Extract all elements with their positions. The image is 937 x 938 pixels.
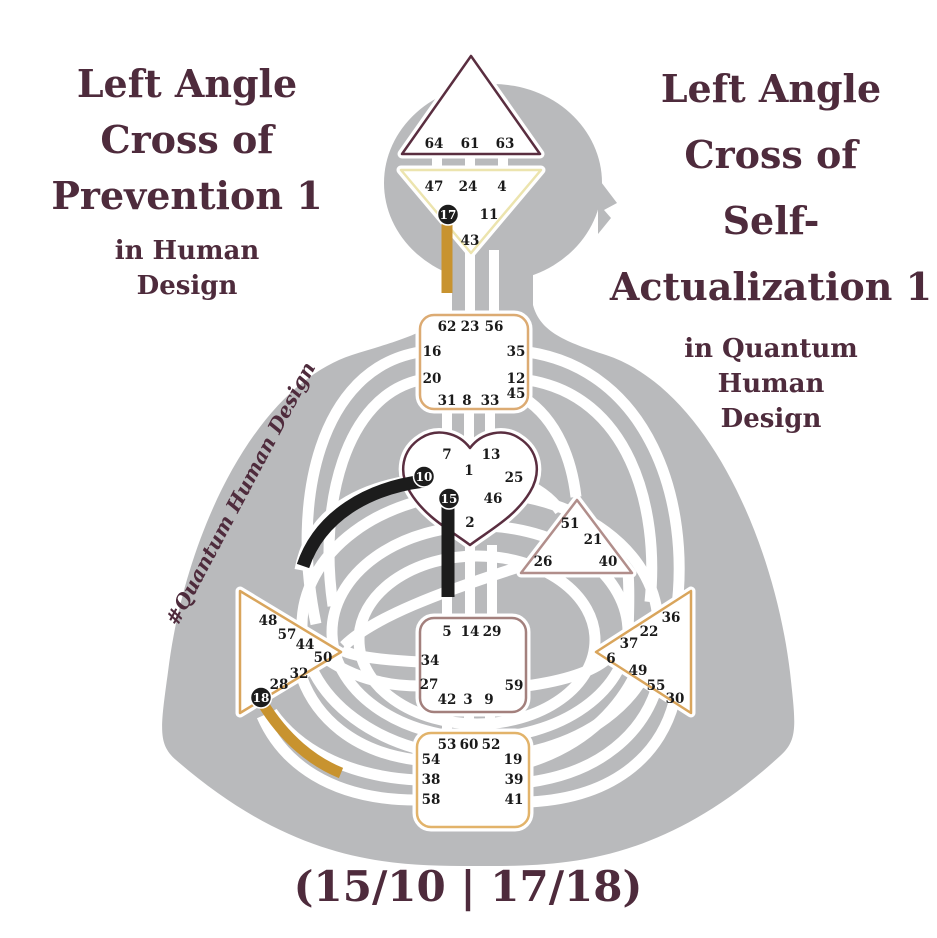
gate-16: 16 — [423, 344, 442, 360]
gate-48: 48 — [259, 613, 278, 629]
gate-14: 14 — [461, 624, 480, 640]
gate-63: 63 — [496, 136, 515, 152]
gate-32: 32 — [290, 666, 309, 682]
gate-38: 38 — [422, 772, 441, 788]
gate-31: 31 — [438, 393, 457, 409]
left-subtitle-line: Design — [136, 271, 238, 301]
left-title-line: Prevention 1 — [51, 173, 323, 218]
gate-60: 60 — [460, 737, 479, 753]
throat-center — [418, 313, 530, 411]
gate-26: 26 — [534, 554, 553, 570]
gate-17-marker — [436, 203, 460, 226]
ajna-center — [399, 168, 543, 255]
gate-15-marker — [437, 487, 461, 510]
gate-43: 43 — [461, 233, 480, 249]
activation-gate-18 — [257, 699, 344, 779]
right-title: Left Angle Cross of Self- Actualization … — [606, 56, 936, 437]
gate-24: 24 — [459, 179, 478, 195]
root-center — [415, 731, 531, 829]
gate-41: 41 — [505, 792, 524, 808]
gate-62: 62 — [438, 319, 457, 335]
gate-54: 54 — [422, 752, 441, 768]
gate-11: 11 — [480, 207, 499, 223]
gate-55: 55 — [647, 678, 666, 694]
head-center — [400, 54, 542, 156]
left-title-line: Left Angle — [76, 61, 298, 106]
left-title: Left Angle Cross of Prevention 1 in Huma… — [22, 56, 352, 304]
gate-35: 35 — [507, 344, 526, 360]
right-title-line: Cross of — [684, 132, 858, 177]
gate-7: 7 — [442, 447, 451, 463]
gate-64: 64 — [425, 136, 444, 152]
gate-9: 9 — [484, 692, 493, 708]
gate-18: 18 — [253, 691, 270, 705]
gate-13: 13 — [482, 447, 501, 463]
gate-61: 61 — [461, 136, 480, 152]
left-title-line: Cross of — [100, 117, 274, 162]
gate-27: 27 — [420, 677, 439, 693]
cross-gates-label: (15/10 | 17/18) — [293, 862, 643, 911]
gate-49: 49 — [629, 663, 648, 679]
gate-15: 15 — [441, 492, 458, 506]
gate-10-marker — [412, 465, 436, 488]
spleen-center — [238, 589, 343, 715]
gate-34: 34 — [421, 653, 440, 669]
gate-2: 2 — [465, 515, 474, 531]
solar-center — [594, 589, 693, 715]
gate-40: 40 — [599, 554, 618, 570]
gate-46: 46 — [484, 491, 503, 507]
gate-53: 53 — [438, 737, 457, 753]
gate-37: 37 — [620, 636, 639, 652]
gate-36: 36 — [662, 610, 681, 626]
gate-52: 52 — [482, 737, 501, 753]
gate-51: 51 — [561, 516, 580, 532]
gate-33: 33 — [481, 393, 500, 409]
right-subtitle-line: Design — [720, 404, 822, 434]
sacral-center — [418, 616, 528, 714]
gate-18-marker — [249, 686, 273, 709]
gate-10: 10 — [416, 470, 433, 484]
will-center — [519, 498, 634, 575]
gate-59: 59 — [505, 678, 524, 694]
gate-57: 57 — [278, 627, 297, 643]
right-subtitle-line: in Quantum — [684, 334, 858, 364]
gate-4: 4 — [497, 179, 506, 195]
gate-6: 6 — [606, 651, 615, 667]
gate-1: 1 — [464, 463, 473, 479]
right-title-line: Left Angle — [660, 66, 882, 111]
gate-39: 39 — [505, 772, 524, 788]
gate-45: 45 — [507, 386, 526, 402]
gate-17: 17 — [440, 208, 457, 222]
gate-22: 22 — [640, 624, 659, 640]
right-title-line: Self- — [722, 198, 820, 243]
gate-50: 50 — [314, 650, 333, 666]
gate-29: 29 — [483, 624, 502, 640]
right-title-line: Actualization 1 — [609, 264, 933, 309]
gate-47: 47 — [425, 179, 444, 195]
gate-44: 44 — [296, 637, 315, 653]
gate-30: 30 — [666, 691, 685, 707]
gate-25: 25 — [505, 470, 524, 486]
gate-23: 23 — [461, 319, 480, 335]
gate-28: 28 — [270, 677, 289, 693]
g-center — [402, 431, 538, 547]
gate-5: 5 — [442, 624, 451, 640]
gate-12: 12 — [507, 371, 526, 387]
gate-58: 58 — [422, 792, 441, 808]
gate-56: 56 — [485, 319, 504, 335]
gate-21: 21 — [584, 532, 603, 548]
right-subtitle-line: Human — [717, 369, 825, 399]
gate-3: 3 — [463, 692, 472, 708]
gate-8: 8 — [462, 393, 471, 409]
face-profile — [598, 178, 617, 234]
left-subtitle-line: in Human — [114, 236, 260, 266]
gate-19: 19 — [504, 752, 523, 768]
gate-42: 42 — [438, 692, 457, 708]
gate-20: 20 — [423, 371, 442, 387]
activation-gate-10 — [296, 474, 425, 569]
